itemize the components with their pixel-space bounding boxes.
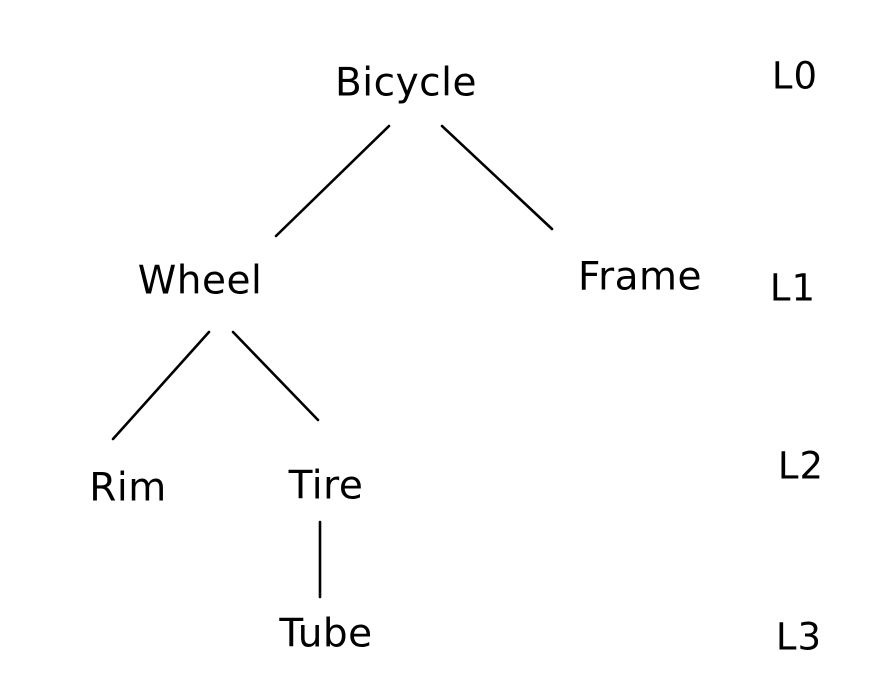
edge-wheel-tire	[231, 330, 320, 422]
level-label-l2: L2	[777, 444, 825, 488]
level-label-l1: L1	[769, 266, 817, 310]
level-label-l3: L3	[775, 615, 823, 659]
node-tube: Tube	[279, 611, 373, 657]
node-bicycle: Bicycle	[335, 60, 477, 106]
node-wheel: Wheel	[137, 258, 263, 304]
edge-wheel-rim	[111, 330, 211, 441]
node-frame: Frame	[577, 254, 703, 300]
node-tire: Tire	[288, 463, 364, 509]
edge-bicycle-wheel	[274, 124, 391, 238]
edge-bicycle-frame	[440, 124, 554, 231]
level-label-l0: L0	[771, 54, 819, 98]
node-rim: Rim	[89, 465, 167, 511]
